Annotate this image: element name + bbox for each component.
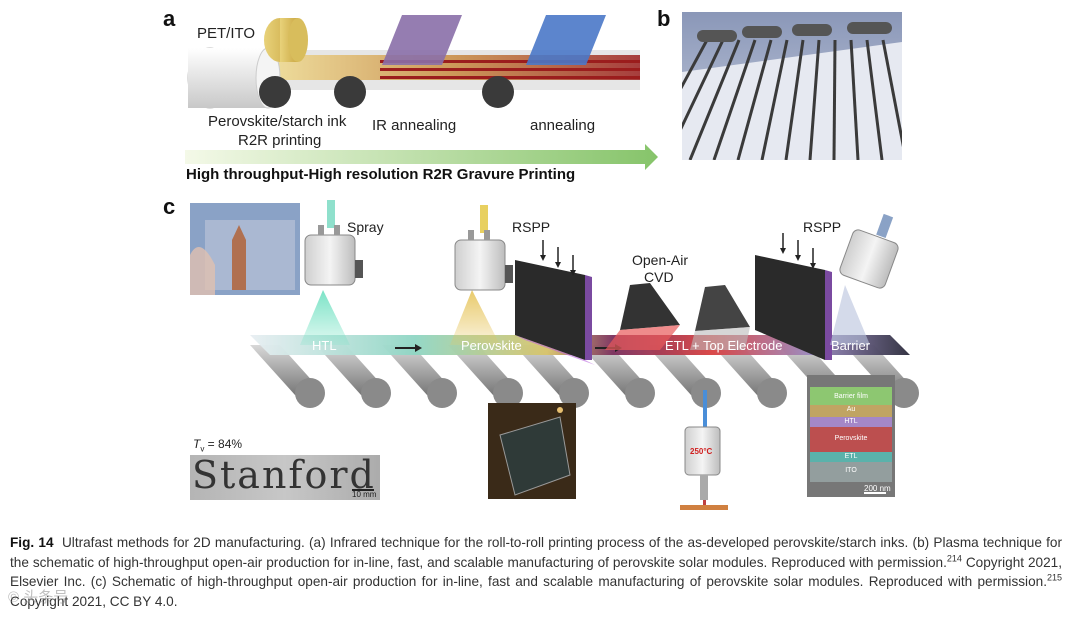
layer-perovskite: Perovskite [834, 435, 868, 442]
panel-b-label: b [657, 6, 671, 31]
watermark: © 头条号 [8, 589, 69, 606]
layer-etl: ETL [844, 453, 858, 460]
substrate-label: PET/ITO [197, 25, 256, 42]
stanford-text: Stanford [192, 453, 376, 497]
perovskite-label: Perovskite [461, 338, 522, 353]
caption-text-3: Copyright 2021, CC BY 4.0. [10, 593, 178, 609]
process-banner: High throughput-High resolution R2R Grav… [186, 166, 576, 183]
printed-film-photo [682, 12, 902, 160]
caption-text-1: Ultrafast methods for 2D manufacturing. … [10, 535, 1063, 570]
figure-number: Fig. 14 [10, 535, 54, 550]
tv-symbol: T [193, 437, 201, 451]
scale-bar-200nm: 200 nm [864, 484, 891, 493]
open-air-label-line1: Open-Air [632, 252, 689, 268]
caption-text-2: Copyright 2021, Elsevier Inc. (c) Schema… [10, 554, 1062, 590]
step2-label: IR annealing [372, 117, 457, 134]
transmittance-label: Tv = 84% [193, 437, 242, 453]
layer-ito: ITO [845, 467, 857, 474]
layer-barrier-film: Barrier film [834, 393, 868, 400]
layer-htl: HTL [844, 418, 858, 425]
step3-label: annealing [530, 117, 596, 134]
figure-caption: Fig. 14 Ultrafast methods for 2D manufac… [10, 533, 1062, 611]
layer-au: Au [846, 406, 856, 413]
tv-value: = 84% [204, 437, 243, 451]
caption-ref-214: 214 [946, 552, 962, 563]
heater-temp-label: 250°C [690, 447, 713, 456]
rspp-left-label: RSPP [512, 219, 551, 235]
tv-subscript: v [200, 444, 205, 454]
panel-c-diagram [190, 200, 919, 510]
scale-bar-10mm: 10 mm [352, 490, 377, 499]
spray-label: Spray [347, 219, 384, 235]
step1-label-line2: R2R printing [238, 132, 322, 149]
htl-label: HTL [312, 338, 337, 353]
etl-top-electrode-label: ETL + Top Electrode [665, 338, 783, 353]
rspp-right-label: RSPP [803, 219, 842, 235]
open-air-label-line2: CVD [644, 269, 674, 285]
panel-a-diagram [185, 15, 658, 170]
step1-label-line1: Perovskite/starch ink [208, 113, 347, 130]
panel-a-label: a [163, 6, 176, 31]
caption-ref-215: 215 [1046, 572, 1062, 583]
panel-c-label: c [163, 194, 176, 219]
barrier-label: Barrier [831, 338, 871, 353]
